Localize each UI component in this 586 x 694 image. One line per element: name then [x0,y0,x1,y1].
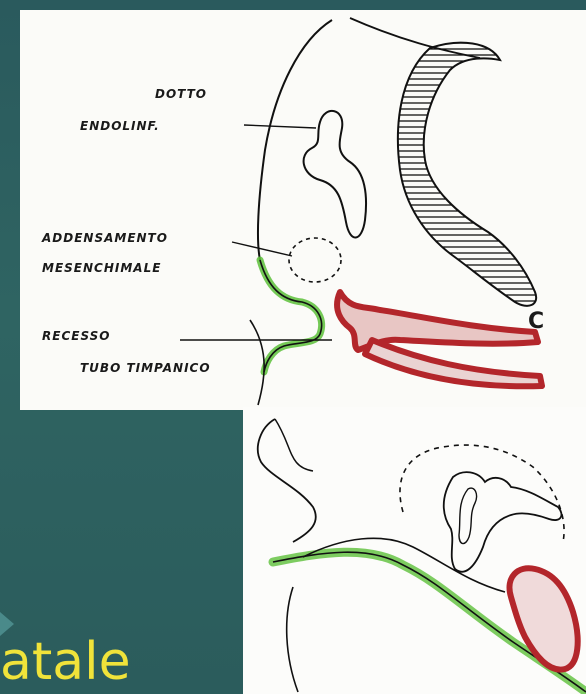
top-contour-bottom [275,419,313,471]
label-recesso: RECESSO [42,329,111,343]
hatched-cochlea [398,43,536,306]
red-tubotympanic [337,292,538,350]
lower-contour [250,320,264,405]
outer-contour-bottom [258,419,316,542]
inner-labyrinth [444,472,562,572]
mesenchymal-condensation [289,238,341,282]
label-addensamento: ADDENSAMENTO [41,231,168,245]
label-tubo-timpanico: TUBO TIMPANICO [80,361,211,375]
top-diagram: C DOTTO ENDOLINF. ADDENSAMENTO MESENCHIM… [20,10,586,410]
label-mesenchimale: MESENCHIMALE [42,261,161,275]
label-endolinf: ENDOLINF. [80,119,160,133]
bottom-diagram [243,407,586,694]
slide-text: atale [0,630,131,694]
inner-labyrinth-detail [459,488,477,543]
outer-contour [258,20,332,260]
leader-addensamento [232,242,292,256]
bottom-diagram-panel [243,407,586,694]
red-pouch-bottom [510,568,578,669]
endolymph-vesicle [304,111,366,238]
top-diagram-panel: C DOTTO ENDOLINF. ADDENSAMENTO MESENCHIM… [20,10,586,410]
label-dotto: DOTTO [155,87,207,101]
green-epithelium [260,260,322,372]
bottom-left-contour [287,587,298,692]
red-lower-tube [365,340,542,386]
dashed-otic-region [400,445,564,542]
leader-endolinf [244,125,316,128]
